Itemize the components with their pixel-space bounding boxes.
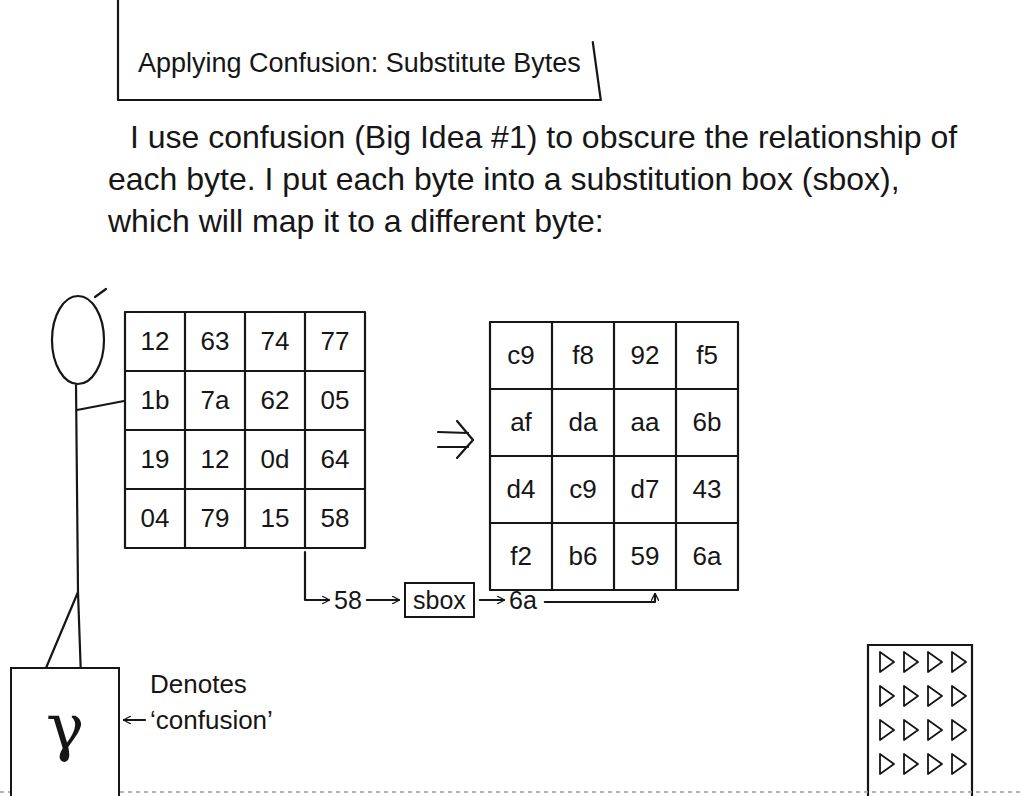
output-grid-cell: 6a [678,525,736,588]
input-grid-lines [125,312,365,548]
output-grid-cell: 6b [678,391,736,454]
lookup-arrow [367,599,399,601]
output-grid-cell: af [492,391,550,454]
sbox-box: sbox [404,582,475,618]
input-grid-cell: 77 [307,314,363,369]
input-grid-cell: 05 [307,373,363,428]
input-grid-cell: 74 [247,314,303,369]
input-grid-cell: 1b [127,373,183,428]
input-grid-cell: 12 [187,432,243,487]
figure-head [52,296,104,384]
input-grid-cell: 63 [187,314,243,369]
output-grid-cell: c9 [492,324,550,387]
result-arrow [480,599,504,601]
intro-text: I use confusion (Big Idea #1) to obscure… [108,116,980,242]
page-dashed-edge [0,791,1022,793]
output-grid-cell: f2 [492,525,550,588]
output-grid-cell: b6 [554,525,612,588]
transform-arrow [438,421,473,458]
input-grid-cell: 64 [307,432,363,487]
output-grid-cell: da [554,391,612,454]
output-grid-lines [490,322,738,590]
input-grid-cell: 7a [187,373,243,428]
title-text: Applying Confusion: Substitute Bytes [138,46,581,80]
output-grid-cell: d4 [492,458,550,521]
confusion-symbol-box: γ [10,667,120,796]
state-frame [868,645,972,796]
output-byte: 6a [509,585,537,615]
input-grid-cell: 62 [247,373,303,428]
input-grid-cell: 58 [307,491,363,546]
input-grid-cell: 0d [247,432,303,487]
output-grid-cell: 59 [616,525,674,588]
figure-arm [77,401,124,410]
symbol-note: Denotes ‘confusion’ [150,666,320,738]
title-frame [118,0,601,100]
output-grid-cell: 43 [678,458,736,521]
output-grid-cell: aa [616,391,674,454]
output-grid-cell: f5 [678,324,736,387]
input-grid-cell: 12 [127,314,183,369]
lookup-hook [305,552,329,600]
stick-figure [30,289,124,706]
sbox-label: sbox [413,585,466,615]
figure-body [76,385,78,592]
output-grid-cell: d7 [616,458,674,521]
speech-tick [95,289,106,297]
state-triangles [880,652,966,774]
confusion-symbol: γ [12,691,118,763]
output-grid-cell: f8 [554,324,612,387]
input-grid-cell: 15 [247,491,303,546]
result-return [545,594,655,602]
title-frame-slash [593,42,601,100]
symbol-pointer [124,719,145,721]
output-grid-cell: c9 [554,458,612,521]
input-byte: 58 [334,585,362,615]
output-grid-cell: 92 [616,324,674,387]
input-grid-cell: 04 [127,491,183,546]
input-grid-cell: 19 [127,432,183,487]
input-grid-cell: 79 [187,491,243,546]
